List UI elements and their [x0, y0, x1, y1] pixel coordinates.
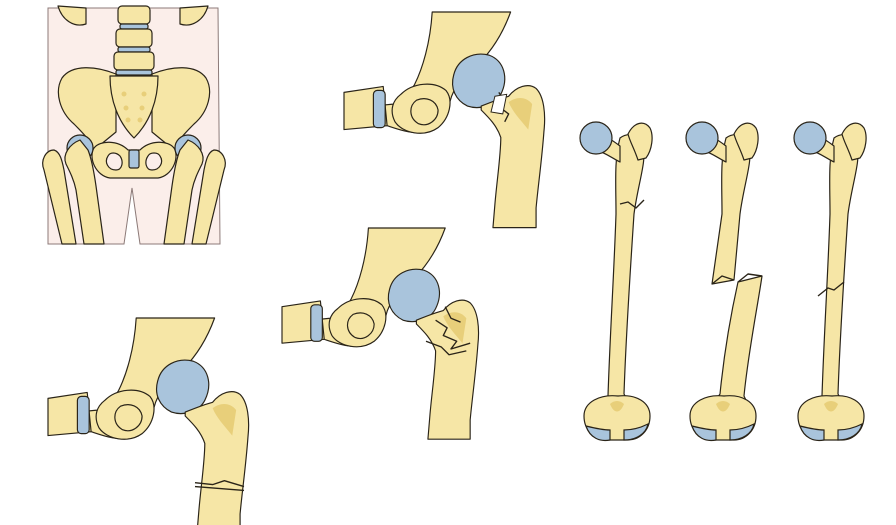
femur-oblique-displaced-fracture [685, 121, 763, 442]
oblique-fracture-line [737, 273, 763, 283]
shaft-fracture-line [194, 479, 245, 488]
sacrum [109, 75, 159, 139]
hip-subtrochanteric-fracture [47, 317, 250, 525]
femur-transverse-fracture [579, 121, 653, 442]
hip-comminuted-fracture [281, 227, 480, 440]
hairline-fracture-line [817, 281, 845, 297]
pelvis-overview [42, 5, 226, 245]
comminuted-fracture-lines [435, 319, 471, 350]
lumbar-spine [113, 5, 155, 76]
hip-femoral-neck-fracture [343, 11, 546, 229]
transverse-fracture-line [619, 199, 645, 209]
left-femur [64, 139, 105, 245]
right-femur [163, 139, 204, 245]
femur-hairline-fracture [793, 121, 867, 442]
